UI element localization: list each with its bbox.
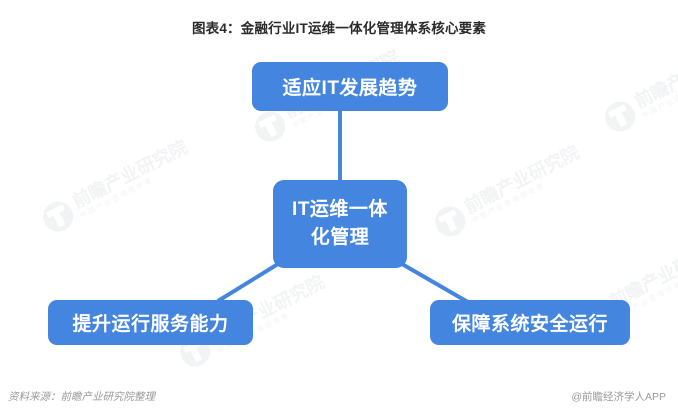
connector-center-bottom-left [216,262,280,303]
source-note: 资料来源：前瞻产业研究院整理 [8,391,155,403]
node-center-line1: IT运维一体 [292,199,388,221]
node-ensure-system-security[interactable]: 保障系统安全运行 [430,300,630,345]
chart-title: 图表4：金融行业IT运维一体化管理体系核心要素 [191,21,487,36]
node-center-line2: 化管理 [310,227,370,248]
connector-center-bottom-right [400,262,475,307]
brand-note: @前瞻经济学人APP [571,391,666,403]
node-center-it-ops-integrated-management[interactable]: IT运维一体 化管理 [273,180,407,268]
node-improve-operation-service[interactable]: 提升运行服务能力 [48,300,253,345]
node-adapt-it-trends[interactable]: 适应IT发展趋势 [252,62,448,111]
node-center-label: IT运维一体 化管理 [292,196,388,251]
